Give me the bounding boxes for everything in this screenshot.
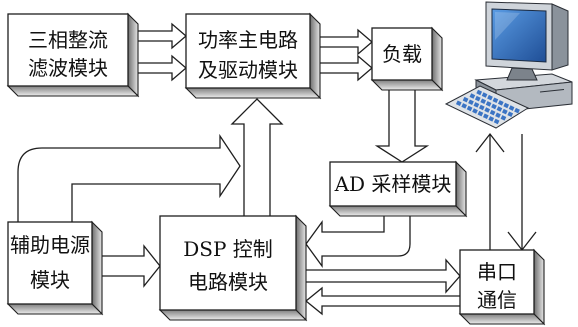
serial-comm-block-bottom <box>458 313 546 325</box>
dsp-control-block: DSP 控制 电路模块 <box>158 214 308 322</box>
ad-sampling-label: AD 采样模块 <box>334 172 452 196</box>
load-block-front <box>371 27 433 81</box>
rectifier-filter-block-bottom <box>6 85 140 97</box>
rectifier-filter-block-side <box>127 12 139 98</box>
monitor-screen-glare <box>495 12 520 40</box>
ad-sampling-block-front <box>329 161 457 207</box>
auxiliary-power-label-line-1: 辅助电源 <box>10 233 90 257</box>
arrow-computer-to-serial <box>507 134 537 252</box>
load-block: 负载 <box>370 26 444 92</box>
monitor-stand <box>506 67 538 81</box>
power-main-circuit-block-side <box>309 12 321 100</box>
dsp-control-label-line-1: DSP 控制 <box>183 237 273 261</box>
serial-comm-label-line-1: 串口 <box>477 260 517 284</box>
power-main-circuit-block-bottom <box>184 87 322 99</box>
dsp-control-label-line-2: 电路模块 <box>188 270 268 294</box>
rectifier-filter-block-front <box>7 13 129 87</box>
serial-comm-block-side <box>533 248 545 326</box>
keyboard-key-row-3 <box>469 93 514 118</box>
auxiliary-power-block-front <box>7 221 93 305</box>
keyboard-key-row-1 <box>455 100 500 125</box>
load-block-side <box>431 26 443 92</box>
dsp-control-block-side <box>295 214 307 322</box>
rectifier-filter-block: 三相整流 滤波模块 <box>6 12 140 98</box>
load-block-bottom <box>370 79 444 91</box>
auxiliary-power-block: 辅助电源 模块 <box>6 220 104 316</box>
arrow-power-to-load-upper <box>320 28 373 56</box>
rectifier-filter-label-line-1: 三相整流 <box>28 28 108 52</box>
arrow-auxiliary-power-to-dsp <box>102 244 161 288</box>
power-main-circuit-block-front <box>185 13 311 89</box>
keyboard-key-row-4 <box>476 89 521 114</box>
arrow-rectifier-to-power-upper <box>138 22 187 50</box>
arrow-auxiliary-power-to-drive <box>17 133 241 222</box>
ad-sampling-block: AD 采样模块 <box>328 160 468 218</box>
auxiliary-power-block-side <box>91 220 103 316</box>
power-main-circuit-label-line-2: 及驱动模块 <box>198 58 298 82</box>
arrow-power-to-load-lower <box>320 54 373 82</box>
arrow-serial-to-dsp <box>304 286 460 316</box>
auxiliary-power-label-line-2: 模块 <box>30 268 70 292</box>
monitor-side <box>551 3 569 71</box>
dsp-control-block-front <box>159 215 297 311</box>
arrow-serial-to-computer <box>475 132 505 250</box>
desktop-computer-icon <box>444 1 573 129</box>
ad-sampling-block-bottom <box>328 205 468 217</box>
arrow-dsp-to-power-circuit <box>230 98 284 216</box>
serial-comm-label-line-2: 通信 <box>477 288 517 312</box>
arrow-load-to-ad-sampling <box>374 90 430 163</box>
arrow-dsp-to-serial <box>306 258 461 294</box>
serial-comm-block: 串口 通信 <box>458 248 546 326</box>
dsp-control-block-bottom <box>158 309 308 321</box>
arrow-ad-sampling-to-dsp <box>305 216 411 268</box>
keyboard <box>444 85 530 129</box>
serial-comm-block-front <box>459 249 535 315</box>
keyboard-keys <box>455 89 521 125</box>
load-label: 负载 <box>382 42 422 66</box>
power-main-circuit-block: 功率主电路 及驱动模块 <box>184 12 322 100</box>
keyboard-key-row-2 <box>462 96 507 121</box>
monitor-screen <box>491 8 547 63</box>
power-main-circuit-label-line-1: 功率主电路 <box>198 28 298 52</box>
computer-drive-slot <box>539 89 565 93</box>
rectifier-filter-label-line-2: 滤波模块 <box>28 56 108 80</box>
arrow-rectifier-to-power-lower <box>138 54 187 82</box>
arrow-serial-to-computer-head <box>475 132 505 153</box>
auxiliary-power-block-bottom <box>6 303 104 315</box>
